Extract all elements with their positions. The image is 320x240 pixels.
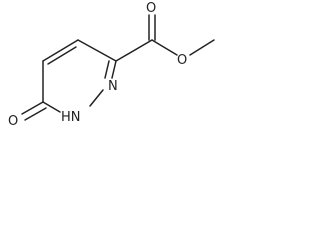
atom-label-ester-o: O	[177, 53, 187, 68]
bond-ring-bottom-left	[42, 101, 61, 113]
bond-carbonyl-to-o	[151, 39, 178, 56]
bond-ketone-co	[21, 101, 44, 115]
bond-ring-to-carbonyl	[115, 39, 153, 62]
bond-ring-nn	[89, 89, 104, 107]
atom-label-n-upper: N	[108, 79, 118, 94]
atom-label-carbonyl-o: O	[146, 1, 156, 16]
bond-ring-cn-double	[104, 60, 110, 79]
bond-ring-top-double	[47, 46, 77, 65]
bond-ring-cn	[111, 60, 117, 79]
atom-label-nh: HN	[61, 110, 81, 125]
structure-diagram: N HN O O O	[8, 1, 215, 129]
bond-ring-top	[42, 39, 79, 62]
structure-canvas: N HN O O O	[0, 0, 220, 148]
bond-o-to-methyl	[189, 39, 215, 56]
atom-label-ketone-o: O	[8, 114, 18, 129]
bond-ketone-co-double	[24, 107, 47, 121]
bond-ring-top-right	[77, 39, 117, 62]
